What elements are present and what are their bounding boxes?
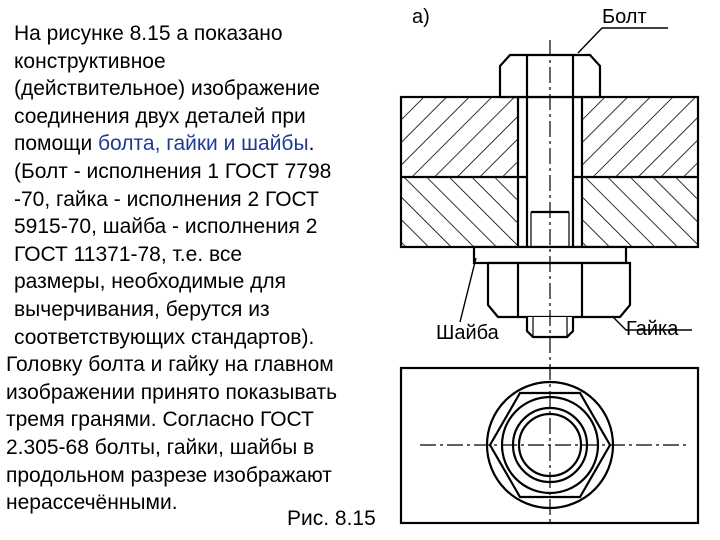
paragraph-line: вычерчивания, берутся из — [14, 297, 270, 321]
thread-outer-circle — [511, 406, 589, 484]
highlighted-term: болта, гайки и шайбы — [98, 132, 309, 156]
variant-label: а) — [412, 6, 430, 28]
figure-caption: Рис. 8.15 — [287, 507, 376, 530]
paragraph-line: размеры, необходимые для — [14, 270, 286, 294]
nut-label: Гайка — [626, 318, 679, 340]
washer-circle — [485, 380, 615, 510]
paragraph-line: (Болт - исполнения 1 ГОСТ 7798 — [14, 159, 332, 183]
paragraph-line: конструктивное — [14, 49, 166, 73]
paragraph-line: нерассечёнными. — [6, 491, 178, 515]
paragraph-line: 2.305-68 болты, гайки, шайбы в — [6, 435, 315, 459]
paragraph-text: помощи — [14, 132, 99, 156]
paragraph-line: изображении принято показывать — [6, 380, 338, 404]
paragraph-line: соединения двух деталей при — [14, 104, 306, 128]
thread-inner-circle — [517, 412, 583, 478]
washer-label: Шайба — [436, 322, 499, 344]
bolt-label: Болт — [602, 6, 647, 28]
paragraph-line: 5915-70, шайба - исполнения 2 — [14, 215, 318, 239]
paragraph-line: тремя гранями. Согласно ГОСТ — [6, 408, 314, 432]
nut-leader — [611, 315, 692, 331]
plate-outline-top — [399, 366, 700, 525]
paragraph-line: Головку болта и гайку на главном — [6, 353, 334, 377]
paragraph-line: (действительное) изображение — [14, 77, 320, 101]
top-view — [399, 366, 700, 525]
paragraph-line: ГОСТ 11371-78, т.е. все — [14, 242, 243, 266]
washer-leader — [459, 257, 477, 323]
nut-hexagon — [488, 391, 612, 499]
paragraph-line: -70, гайка - исполнения 2 ГОСТ — [14, 187, 319, 211]
bolt-leader — [577, 27, 668, 54]
paragraph-line: продольном разрезе изображают — [6, 463, 332, 487]
description-paragraph: На рисунке 8.15 а показано конструктивно… — [6, 20, 396, 517]
paragraph-line: На рисунке 8.15 а показано — [14, 22, 283, 45]
paragraph-text: . — [308, 132, 315, 156]
paragraph-line: соответствующих стандартов). — [14, 325, 315, 349]
nut-chamfer-circle — [500, 395, 600, 495]
paragraph-line: помощи болта, гайки и шайбы. — [6, 130, 396, 158]
nut — [486, 261, 632, 319]
